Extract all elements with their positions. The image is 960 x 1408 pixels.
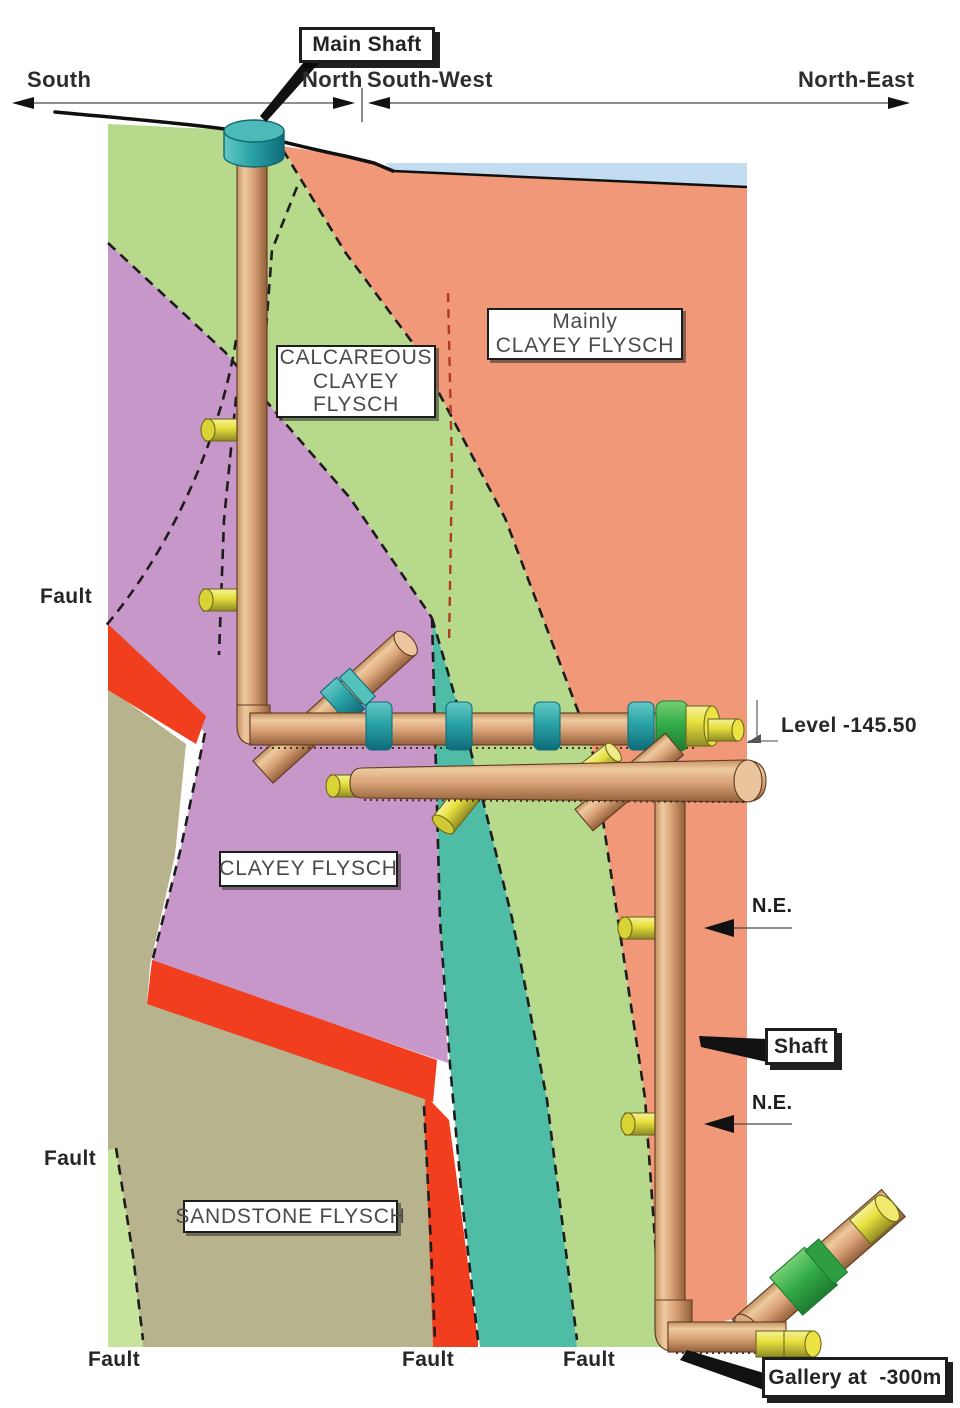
level-marker — [746, 700, 778, 743]
mainly-line2: CLAYEY FLYSCH — [495, 334, 675, 357]
gallery-leader — [680, 1350, 764, 1390]
calcareous-line1: CALCAREOUS — [279, 345, 433, 369]
olive-sandstone-flysch — [108, 688, 433, 1347]
main-shaft-leader — [260, 63, 319, 122]
compass-north-east-label: North-East — [798, 67, 915, 92]
main-shaft-cap — [223, 119, 285, 168]
fault-label-left-lower: Fault — [44, 1147, 97, 1170]
gallery-label: Gallery at -300m — [768, 1365, 942, 1389]
clayey-flysch-label-box: CLAYEY FLYSCH — [219, 851, 398, 887]
deep-gallery — [667, 1321, 822, 1358]
sandstone-flysch-label: SANDSTONE FLYSCH — [175, 1204, 406, 1228]
shaft-label-box: Shaft — [765, 1028, 837, 1065]
compass-south-west-label: South-West — [367, 67, 493, 92]
clayey-flysch-label: CLAYEY FLYSCH — [219, 857, 398, 881]
fault-label-bottom-left: Fault — [88, 1348, 141, 1371]
seabed-line — [392, 169, 748, 189]
calcareous-line3: FLYSCH — [312, 393, 400, 417]
red-dike-middle — [147, 960, 437, 1102]
section-axis — [12, 88, 910, 122]
ne-label-lower: N.E. — [752, 1092, 793, 1114]
ne-label-upper: N.E. — [752, 895, 793, 917]
fault-label-bottom-middle: Fault — [402, 1348, 455, 1371]
main-shaft-label-box: Main Shaft — [299, 27, 435, 63]
fault-label-left-mid: Fault — [40, 585, 93, 608]
callout-leaders — [260, 63, 792, 1390]
compass-south-label: South — [27, 67, 92, 92]
mainly-line1: Mainly — [552, 310, 618, 334]
fault-label-bottom-right: Fault — [563, 1348, 616, 1371]
calcareous-line2: CLAYEY — [312, 369, 400, 393]
shaft-leader — [699, 1036, 767, 1062]
red-dashed-fault — [446, 292, 454, 646]
second-shaft-pipe — [654, 785, 693, 1353]
fault-lines — [103, 149, 664, 1341]
shaft-label: Shaft — [774, 1034, 828, 1058]
ne-arrow-lower — [704, 1115, 734, 1133]
red-dike-lower — [424, 1096, 478, 1347]
main-shaft-label: Main Shaft — [312, 33, 422, 57]
sea-polygon — [385, 163, 747, 186]
sandstone-flysch-label-box: SANDSTONE FLYSCH — [175, 1200, 405, 1233]
gallery-label-box: Gallery at -300m — [762, 1357, 948, 1398]
red-dike-upper — [108, 624, 206, 744]
mine-workings — [198, 119, 907, 1358]
salmon-mainly-clayey-flysch — [282, 146, 747, 1345]
main-shaft-pipe — [236, 145, 271, 746]
main-shaft-stubs — [198, 418, 246, 612]
lower-gallery — [325, 759, 767, 803]
light-green-sliver — [108, 1148, 143, 1347]
ne-arrow-upper — [704, 919, 734, 937]
level-label: Level -145.50 — [781, 714, 917, 737]
compass-north-label: North — [302, 67, 363, 92]
level-gallery — [249, 700, 745, 752]
calcareous-flysch-label-box: CALCAREOUS CLAYEY FLYSCH — [276, 345, 436, 418]
mainly-clayey-flysch-label-box: Mainly CLAYEY FLYSCH — [487, 308, 683, 360]
